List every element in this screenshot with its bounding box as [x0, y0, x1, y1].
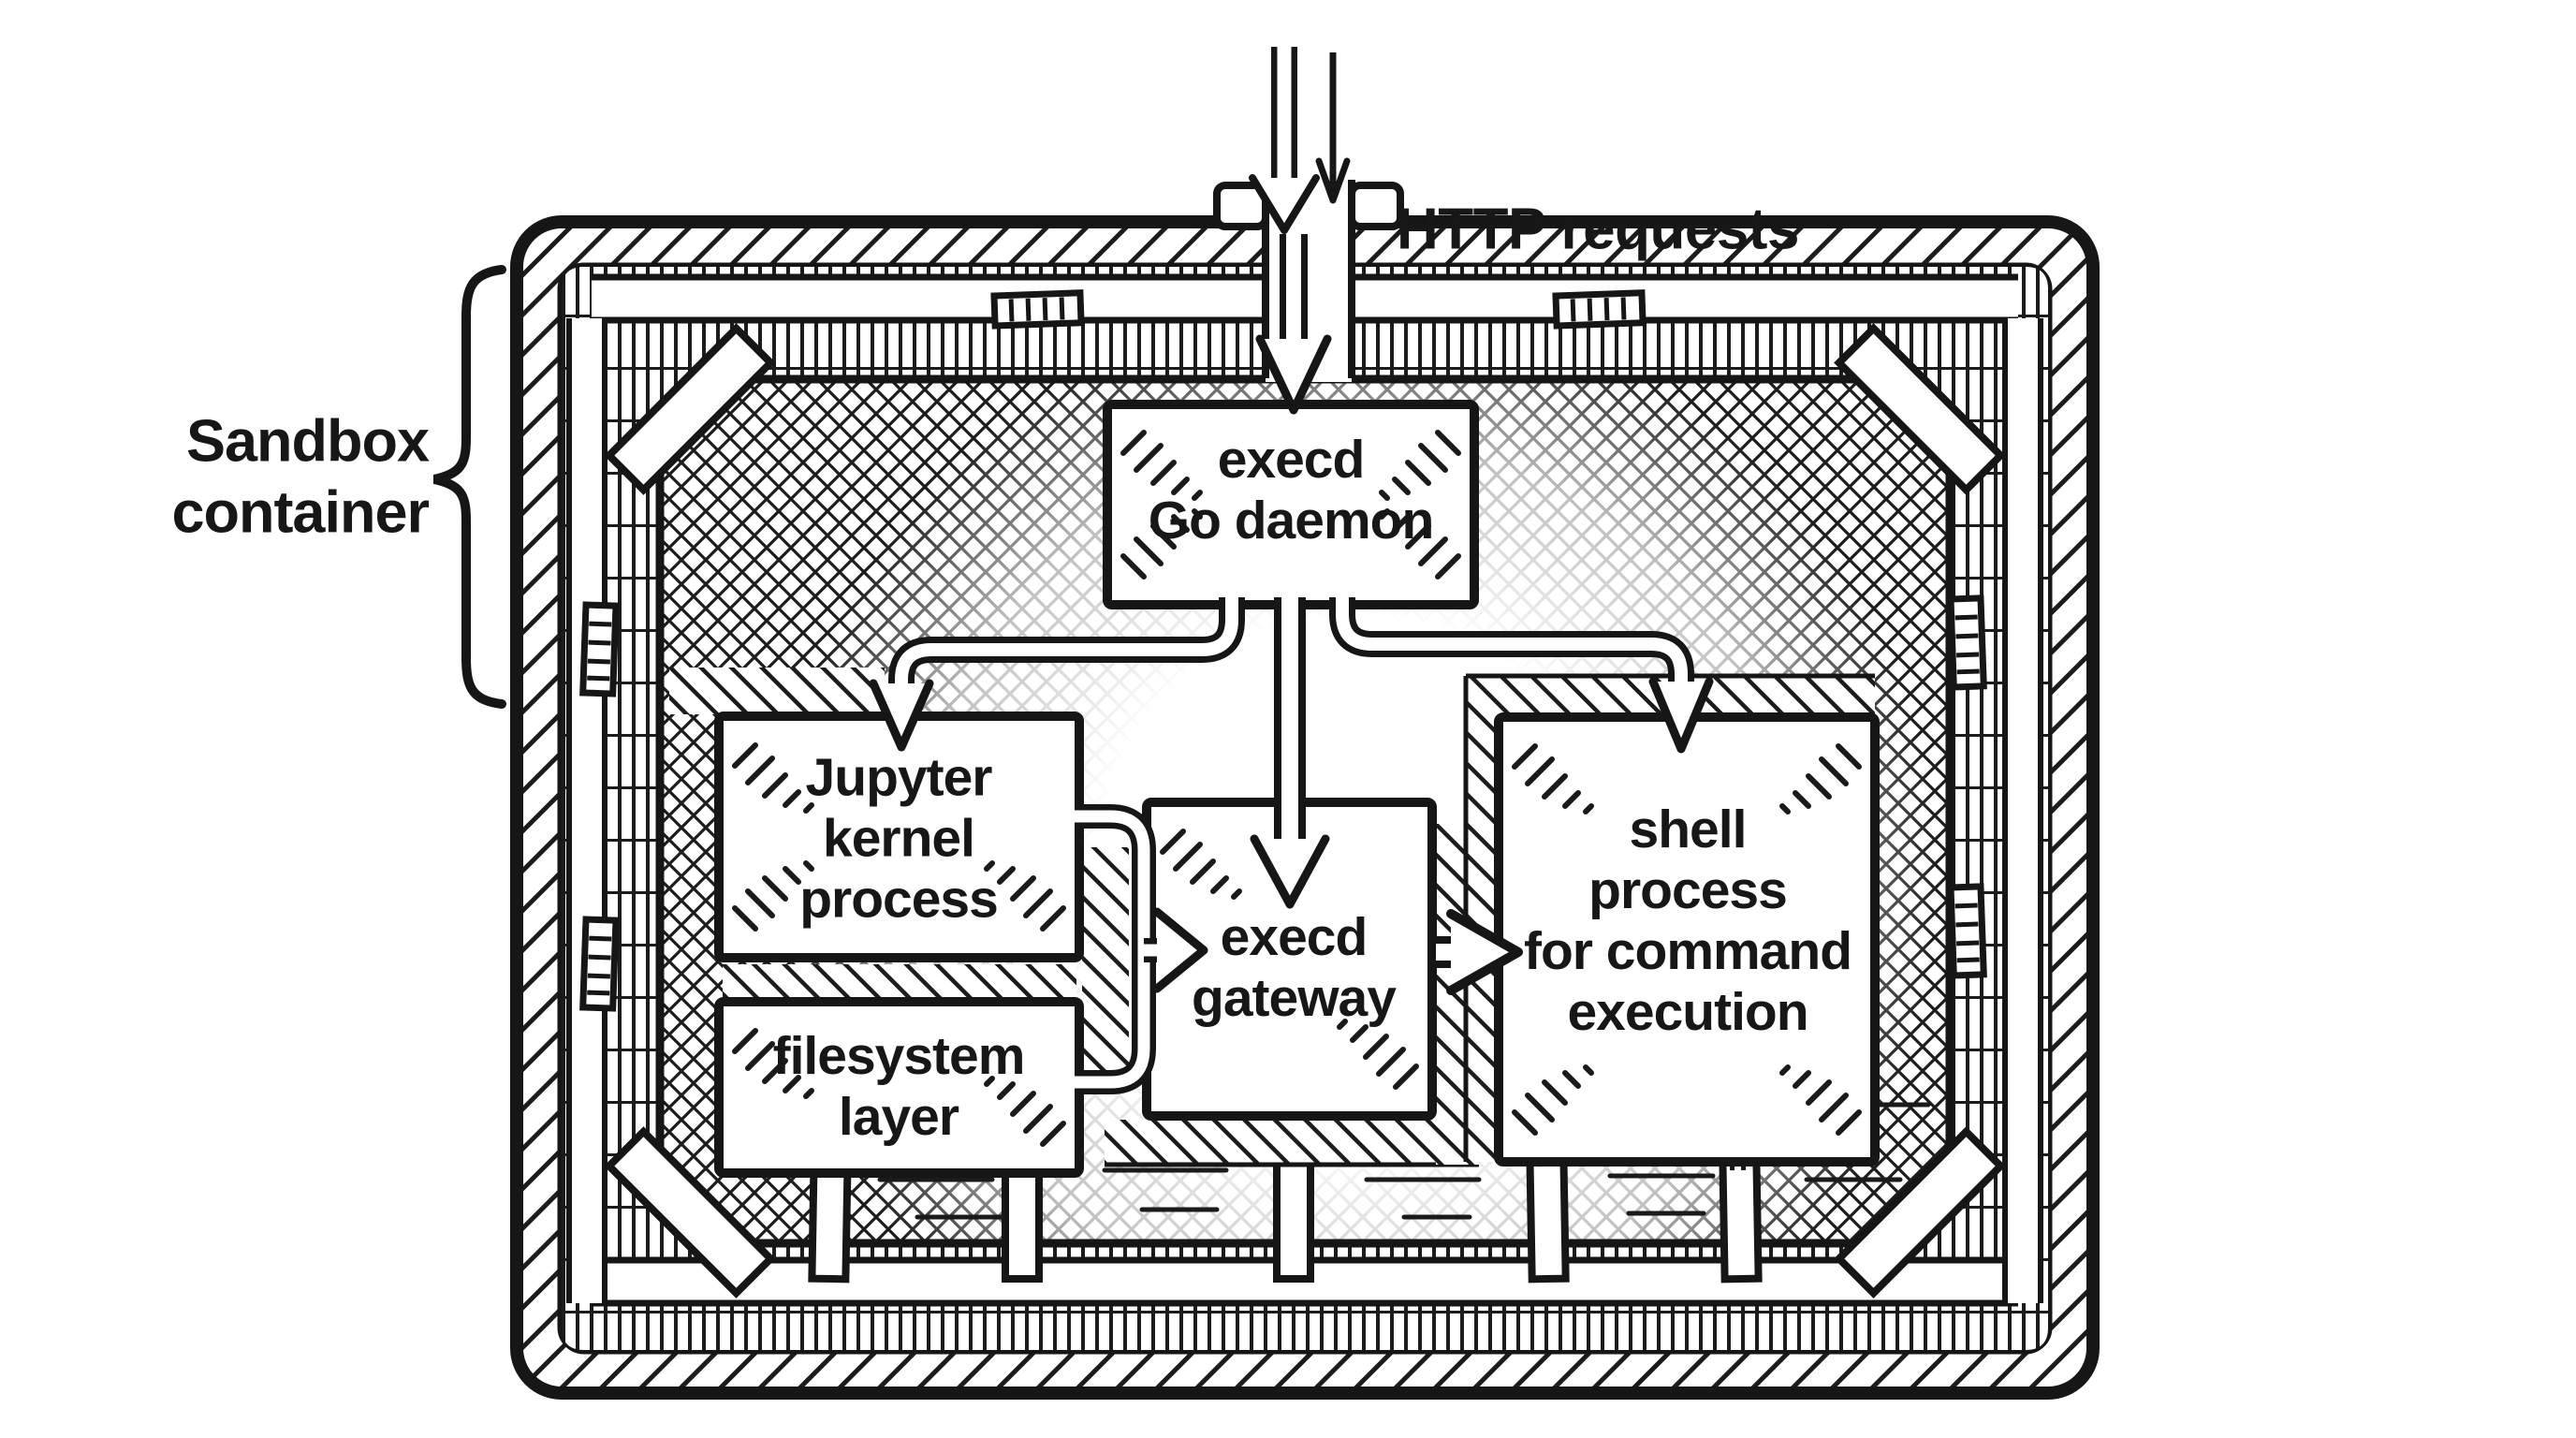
edge-daemon-gateway-arrow [1250, 597, 1330, 909]
shell-process-label: shell process for command execution [1523, 800, 1852, 1042]
filesystem-layer-label: filesystem layer [772, 1026, 1026, 1147]
execd-go-daemon-label: execd Go daemon [1148, 430, 1435, 550]
edge-daemon-shell-arrow [1329, 597, 1714, 754]
http-request-arrows [1249, 47, 1351, 234]
edge-daemon-jupyter-arrow [869, 597, 1245, 752]
corner-braces [604, 323, 2006, 1299]
execd-gateway-label: execd gateway [1192, 907, 1397, 1028]
edge-gateway-shell-arrow [1436, 909, 1523, 995]
jupyter-kernel-process-label: Jupyter kernel process [799, 747, 999, 930]
http-requests-label: HTTP requests [1397, 197, 1799, 262]
edge-kernel-filesystem-gateway-arrow [1075, 804, 1208, 1094]
wall-cleats [579, 289, 1987, 1012]
container-brace [432, 265, 506, 709]
container-notch [1213, 180, 1404, 382]
edge-http-daemon-arrow [1255, 234, 1332, 415]
sandbox-container-label: Sandbox container [171, 408, 430, 545]
